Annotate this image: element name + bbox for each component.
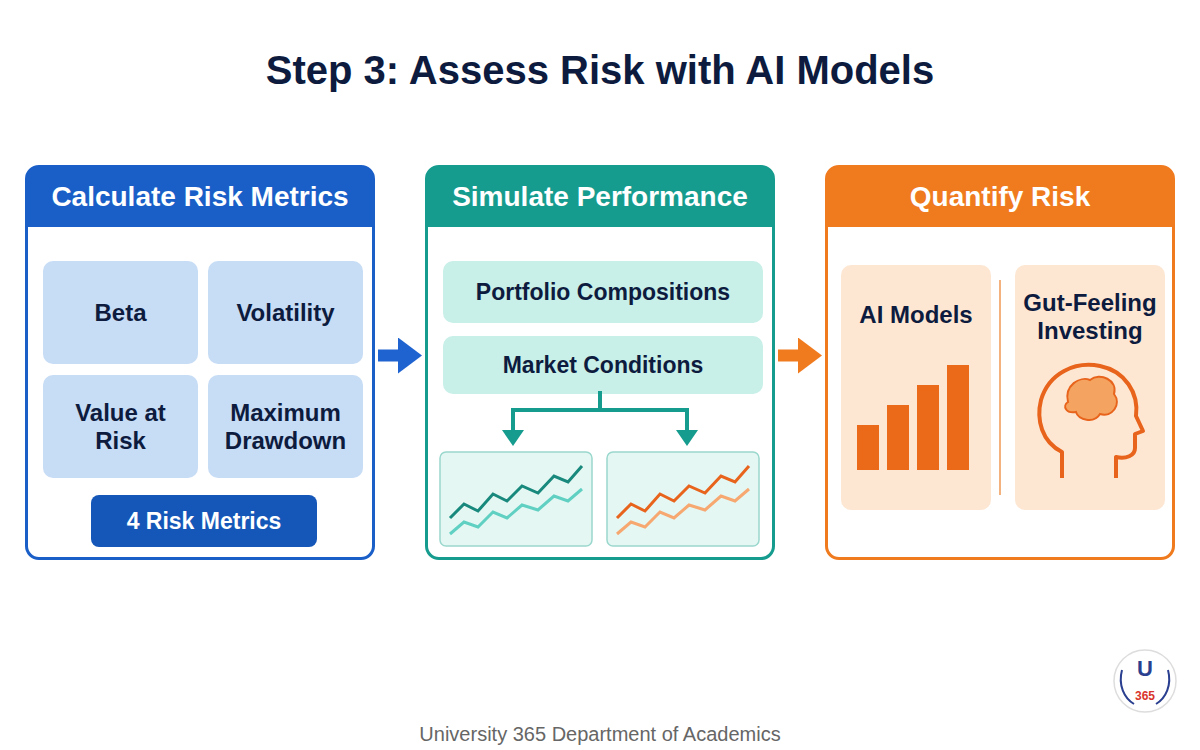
metric-box: Volatility [208, 261, 363, 364]
bar [947, 365, 969, 470]
chart-line [617, 489, 749, 534]
chart-line [450, 489, 582, 534]
panel-heading: Calculate Risk Metrics [27, 167, 373, 227]
input-box: Portfolio Compositions [443, 261, 763, 323]
split-arrow-line [511, 391, 689, 432]
input-box: Market Conditions [443, 336, 763, 394]
logo-laurel [1121, 670, 1170, 704]
summary-pill: 4 Risk Metrics [91, 495, 317, 547]
metric-box: Beta [43, 261, 198, 364]
metric-box: Value at Risk [43, 375, 198, 478]
caption: University 365 Department of Academics [0, 723, 1200, 746]
bar [857, 425, 879, 470]
arrow-head [676, 430, 698, 446]
box-label: Gut-Feeling Investing [1023, 289, 1157, 344]
brain-icon [1065, 377, 1117, 420]
box-label: Volatility [236, 299, 334, 327]
bar [917, 385, 939, 470]
box-label: Value at Risk [51, 399, 190, 454]
logo-number: 365 [1125, 689, 1165, 703]
box-label: Maximum Drawdown [216, 399, 355, 454]
divider-line [999, 280, 1001, 495]
logo-letter: U [1125, 656, 1165, 682]
panel-heading: Quantify Risk [827, 167, 1173, 227]
diagram-title: Step 3: Assess Risk with AI Models [0, 48, 1200, 93]
box-label: Beta [94, 299, 146, 327]
metric-box: Maximum Drawdown [208, 375, 363, 478]
stage-panel: Calculate Risk MetricsBeta VolatilityValu… [25, 165, 375, 560]
flow-arrow [378, 350, 398, 362]
bar [887, 405, 909, 470]
box-label: AI Models [859, 301, 972, 329]
chart-panel [440, 452, 592, 546]
logo-badge [1114, 650, 1176, 712]
pill-label: 4 Risk Metrics [127, 508, 282, 534]
chart-panel [607, 452, 759, 546]
split-arrow [511, 391, 689, 432]
flow-arrow [778, 350, 798, 362]
box-label: Portfolio Compositions [476, 279, 730, 305]
arrow-head [502, 430, 524, 446]
bar-chart [857, 365, 969, 470]
box-label: Market Conditions [503, 352, 704, 378]
panel-heading: Simulate Performance [427, 167, 773, 227]
head-icon [1039, 365, 1143, 478]
